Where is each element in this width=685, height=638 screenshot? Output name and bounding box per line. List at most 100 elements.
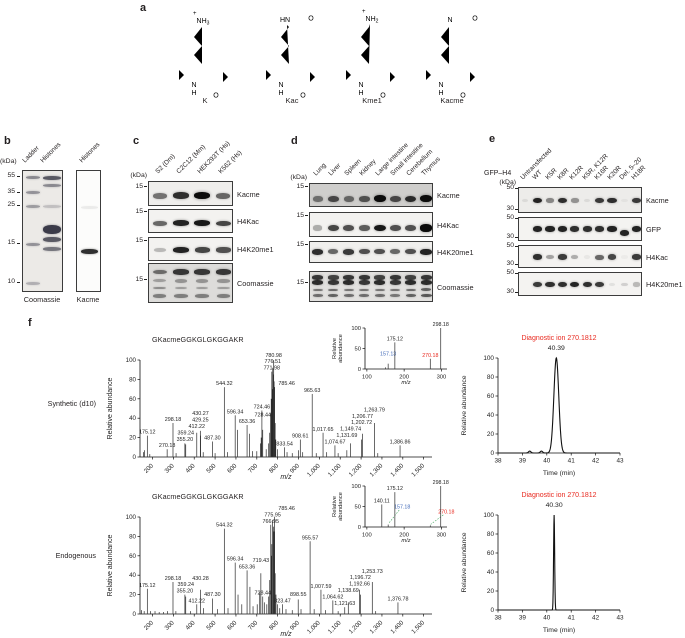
blot-box-kacme — [148, 181, 233, 206]
kda-marker: 15 — [135, 183, 143, 190]
blot-row-label: H4K20me1 — [237, 245, 274, 254]
protein-band — [421, 288, 432, 292]
x-tick-label: 800 — [268, 619, 281, 632]
x-axis-label: Time (min) — [543, 627, 575, 634]
protein-band — [405, 275, 417, 280]
protein-band — [420, 195, 432, 203]
backbone-n: N — [191, 82, 196, 89]
peak-label: 1,386.86 — [390, 439, 411, 445]
protein-band — [632, 225, 641, 232]
peak-label: 596.34 — [227, 409, 244, 415]
kda-header: (kDa) — [290, 174, 307, 181]
y-tick-label: 0 — [358, 525, 361, 531]
blot-row-label: Coomassie — [237, 279, 274, 288]
y-tick-label: 0 — [358, 367, 361, 373]
peak-label: 1,149.74 — [340, 427, 361, 433]
protein-band — [420, 249, 432, 255]
blot-row-label: GFP — [646, 225, 661, 234]
kda-marker: 30 — [506, 233, 514, 240]
peak-label: 728.44 — [254, 413, 270, 419]
x-tick-label: 1,500 — [410, 619, 426, 635]
protein-band — [389, 275, 401, 280]
protein-band — [405, 195, 417, 203]
protein-band — [343, 288, 354, 292]
peak-label: 412.22 — [189, 424, 206, 430]
protein-band — [343, 280, 355, 285]
y-tick-label: 50 — [355, 505, 361, 511]
blot-row-label: H4Kac — [437, 220, 459, 230]
y-tick-label: 60 — [487, 393, 495, 400]
x-tick-label: 1,300 — [368, 619, 384, 635]
protein-band — [390, 294, 401, 297]
kda-header: (kDa) — [130, 172, 147, 179]
blot-row-label: H4Kac — [646, 252, 668, 262]
kda-marker: 50 — [506, 269, 514, 276]
chemical-structure-kacme: N O N H O — [426, 16, 478, 100]
panel-e-label: e — [489, 133, 496, 145]
protein-band — [152, 192, 167, 199]
y-tick-label: 50 — [355, 347, 361, 353]
peak-label: 175.12 — [387, 486, 403, 492]
x-tick-label: 39 — [519, 458, 527, 465]
blot-box-h4kac — [148, 209, 233, 233]
backbone-o: O — [300, 93, 306, 100]
kda-marker: 30 — [506, 288, 514, 295]
x-tick-label: 39 — [519, 615, 527, 622]
peak-label: 175.12 — [139, 430, 156, 436]
protein-band — [533, 281, 543, 288]
peak-label: 1,196.72 — [350, 575, 371, 581]
protein-band — [595, 254, 604, 260]
x-tick-label: 1,300 — [368, 462, 384, 478]
kda-tick — [16, 205, 20, 207]
protein-band — [215, 220, 231, 226]
kda-marker: 35 — [7, 187, 15, 195]
gel-band — [26, 191, 40, 195]
kda-marker: 15 — [296, 279, 304, 286]
y-tick-label: 100 — [126, 514, 137, 521]
protein-band — [390, 288, 401, 292]
protein-band — [313, 225, 323, 231]
pointer-line — [430, 514, 444, 525]
protein-band — [327, 280, 339, 285]
y-tick-label: 40 — [487, 412, 495, 419]
diagnostic-ion-title: Diagnostic ion 270.1812 — [521, 335, 596, 342]
panel-c-label: c — [133, 135, 140, 147]
protein-band — [173, 269, 189, 275]
gel-band — [26, 175, 40, 179]
protein-band — [608, 282, 616, 287]
chromatogram-trace — [498, 514, 620, 611]
protein-band — [374, 275, 386, 280]
kda-marker: 25 — [7, 201, 15, 209]
peak-label: 1,017.65 — [313, 427, 334, 433]
protein-band — [633, 282, 641, 287]
x-tick-label: 40 — [543, 458, 551, 465]
x-tick-label: 42 — [592, 615, 600, 622]
x-tick-label: 700 — [247, 619, 260, 632]
x-tick-label: 100 — [362, 533, 372, 539]
y-tick-label: 100 — [351, 326, 361, 332]
backbone-h: H — [358, 90, 363, 97]
y-tick-label: 80 — [487, 374, 495, 381]
y-tick-label: 20 — [487, 588, 495, 595]
protein-band — [174, 286, 188, 290]
protein-band — [570, 226, 580, 232]
protein-band — [521, 198, 529, 203]
terminal-group: NH3 — [197, 18, 210, 27]
peak-label: 412.22 — [189, 598, 206, 604]
peak-label: 544.32 — [216, 523, 233, 529]
kda-tick — [514, 291, 518, 293]
acetyl-o: O — [472, 16, 478, 23]
peak-label: 908.61 — [292, 434, 309, 440]
kda-tick — [514, 208, 518, 210]
peak-label: 157.18 — [394, 505, 410, 511]
gel-band — [43, 225, 61, 235]
kda-header: (kDa) — [0, 158, 17, 165]
peak-label: 175.12 — [387, 336, 403, 342]
protein-band — [582, 281, 592, 288]
structure-label-kacme: Kacme — [440, 96, 464, 105]
peak-label: 298.18 — [433, 480, 449, 486]
blot-box-h4kac — [518, 245, 642, 268]
kda-marker: 15 — [296, 241, 304, 248]
